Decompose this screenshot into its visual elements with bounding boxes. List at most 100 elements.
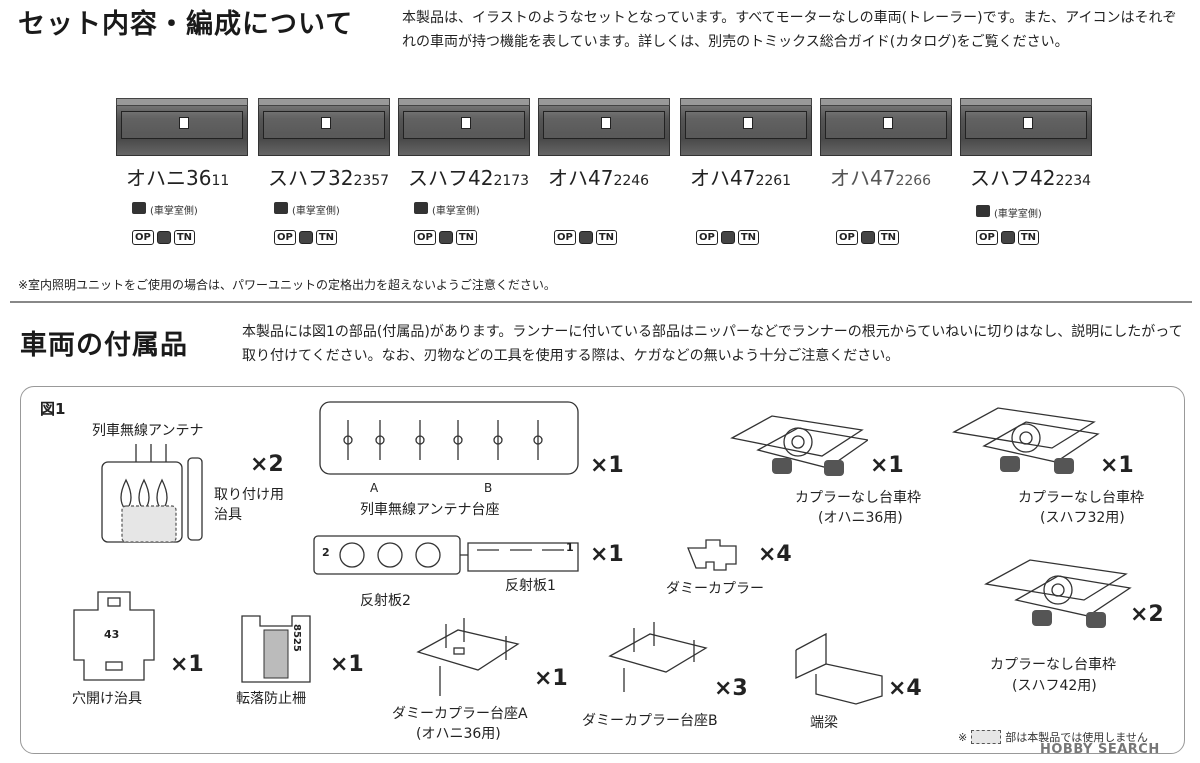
reflector-runner-drawing	[313, 535, 579, 575]
op-icon: OP	[696, 230, 718, 245]
cab-side-label: (車掌室側)	[432, 206, 480, 217]
tn-coupler-icon: TN	[315, 230, 338, 245]
car-number: 2234	[1055, 173, 1092, 189]
car-body	[116, 98, 248, 156]
tn-coupler-icon: TN	[737, 230, 760, 245]
tn-coupler-icon: TN	[455, 230, 478, 245]
cab-side-label: (車掌室側)	[150, 206, 198, 217]
unused-note: ※ 部は本製品では使用しません	[958, 729, 1148, 745]
bogie-42-label: カプラーなし台車枠	[990, 657, 1116, 673]
op-icon: OP	[132, 230, 154, 245]
unused-note-prefix: ※	[958, 730, 968, 744]
reflector-1-mark: 1	[566, 541, 574, 554]
interior-light-icon	[720, 231, 735, 244]
op-icon: OP	[836, 230, 858, 245]
feature-icons: OP TN	[976, 230, 1042, 245]
interior-light-icon	[578, 231, 593, 244]
reflector-2-mark: 2	[322, 546, 330, 559]
unused-note-text: 部は本製品では使用しません	[1005, 731, 1148, 744]
feature-icons: OP TN	[554, 230, 620, 245]
car-type: オハ47	[830, 166, 896, 190]
feature-icons: OP TN	[414, 230, 480, 245]
reflector-1-label: 反射板1	[505, 578, 556, 594]
coupler-base-b-label: ダミーカプラー台座B	[582, 713, 718, 729]
feature-icons: OP TN	[132, 230, 198, 245]
cab-side-label: (車掌室側)	[292, 206, 340, 217]
antenna-base-a: A	[370, 481, 379, 495]
fall-guard-mark: 8525	[291, 624, 302, 652]
car-name: オハ472261	[690, 162, 791, 191]
interior-light-icon	[860, 231, 875, 244]
bogie-36-drawing	[730, 415, 868, 476]
cab-light-icon	[414, 202, 428, 214]
car-name: オハ472246	[548, 162, 649, 191]
car-type: オハニ36	[126, 166, 212, 190]
car-body	[820, 98, 952, 156]
car-name: オハ472266	[830, 162, 931, 191]
car-type: スハフ42	[408, 166, 494, 190]
car-number: 2357	[353, 173, 390, 189]
car-body	[258, 98, 390, 156]
op-icon: OP	[414, 230, 436, 245]
interior-light-icon	[156, 231, 171, 244]
car-number: 2261	[755, 173, 792, 189]
dummy-coupler-qty: ×4	[758, 542, 792, 567]
car-name: スハフ422173	[408, 162, 529, 191]
coupler-base-a-sub: (オハニ36用)	[416, 726, 501, 742]
bogie-32-label: カプラーなし台車枠	[1018, 490, 1144, 506]
cab-light-icon	[274, 202, 288, 214]
drill-jig-drawing	[73, 591, 155, 681]
bogie-32-sub: (スハフ32用)	[1040, 510, 1125, 526]
car-body	[960, 98, 1092, 156]
bogie-42-drawing	[984, 559, 1132, 628]
lighting-note: ※室内照明ユニットをご使用の場合は、パワーユニットの定格出力を超えないようご注意…	[18, 278, 556, 292]
set-section-title: セット内容・編成について	[18, 9, 354, 40]
antenna-label: 列車無線アンテナ	[92, 423, 204, 439]
fall-guard-drawing	[241, 615, 311, 683]
car-name: スハフ422234	[970, 162, 1091, 191]
dummy-coupler-label: ダミーカプラー	[666, 581, 764, 597]
drill-jig-label: 穴開け治具	[72, 691, 142, 707]
bogie-42-qty: ×2	[1130, 602, 1164, 627]
car-type: スハフ42	[970, 166, 1056, 190]
watermark: HOBBY SEARCH	[1040, 742, 1160, 757]
antenna-qty: ×2	[250, 452, 284, 477]
car-name: スハフ322357	[268, 162, 389, 191]
coupler-base-a-label: ダミーカプラー台座A	[392, 706, 528, 722]
bogie-32-qty: ×1	[1100, 453, 1134, 478]
bogie-42-sub: (スハフ42用)	[1012, 678, 1097, 694]
antenna-base-runner-drawing	[319, 401, 579, 475]
interior-light-icon	[298, 231, 313, 244]
feature-icons: OP TN	[696, 230, 762, 245]
tn-coupler-icon: TN	[595, 230, 618, 245]
cab-side-label: (車掌室側)	[994, 209, 1042, 220]
cab-light-icon	[132, 202, 146, 214]
tn-coupler-icon: TN	[1017, 230, 1040, 245]
op-icon: OP	[554, 230, 576, 245]
op-icon: OP	[274, 230, 296, 245]
car-number: 11	[211, 173, 230, 189]
bogie-36-qty: ×1	[870, 453, 904, 478]
fall-guard-label: 転落防止柵	[236, 691, 306, 707]
car-body	[538, 98, 670, 156]
parts-section-description: 本製品には図1の部品(付属品)があります。ランナーに付いている部品はニッパーなど…	[242, 324, 1183, 364]
car-number: 2173	[493, 173, 530, 189]
coupler-base-b-qty: ×3	[714, 676, 748, 701]
parts-section-title: 車両の付属品	[20, 330, 188, 361]
reflector-2-label: 反射板2	[360, 593, 411, 609]
figure-label: 図1	[40, 400, 66, 418]
car-type: オハ47	[548, 166, 614, 190]
car-name: オハニ3611	[126, 162, 229, 191]
op-icon: OP	[976, 230, 998, 245]
antenna-base-b: B	[484, 481, 493, 495]
car-body	[680, 98, 812, 156]
bogie-32-drawing	[952, 407, 1100, 474]
antenna-base-qty: ×1	[590, 453, 624, 478]
reflector-qty: ×1	[590, 542, 624, 567]
drill-jig-qty: ×1	[170, 652, 204, 677]
cab-light-icon	[976, 205, 990, 217]
tn-coupler-icon: TN	[173, 230, 196, 245]
antenna-part-drawing	[101, 444, 203, 543]
tn-coupler-icon: TN	[877, 230, 900, 245]
antenna-jig-label: 取り付け用 治具	[214, 487, 284, 523]
